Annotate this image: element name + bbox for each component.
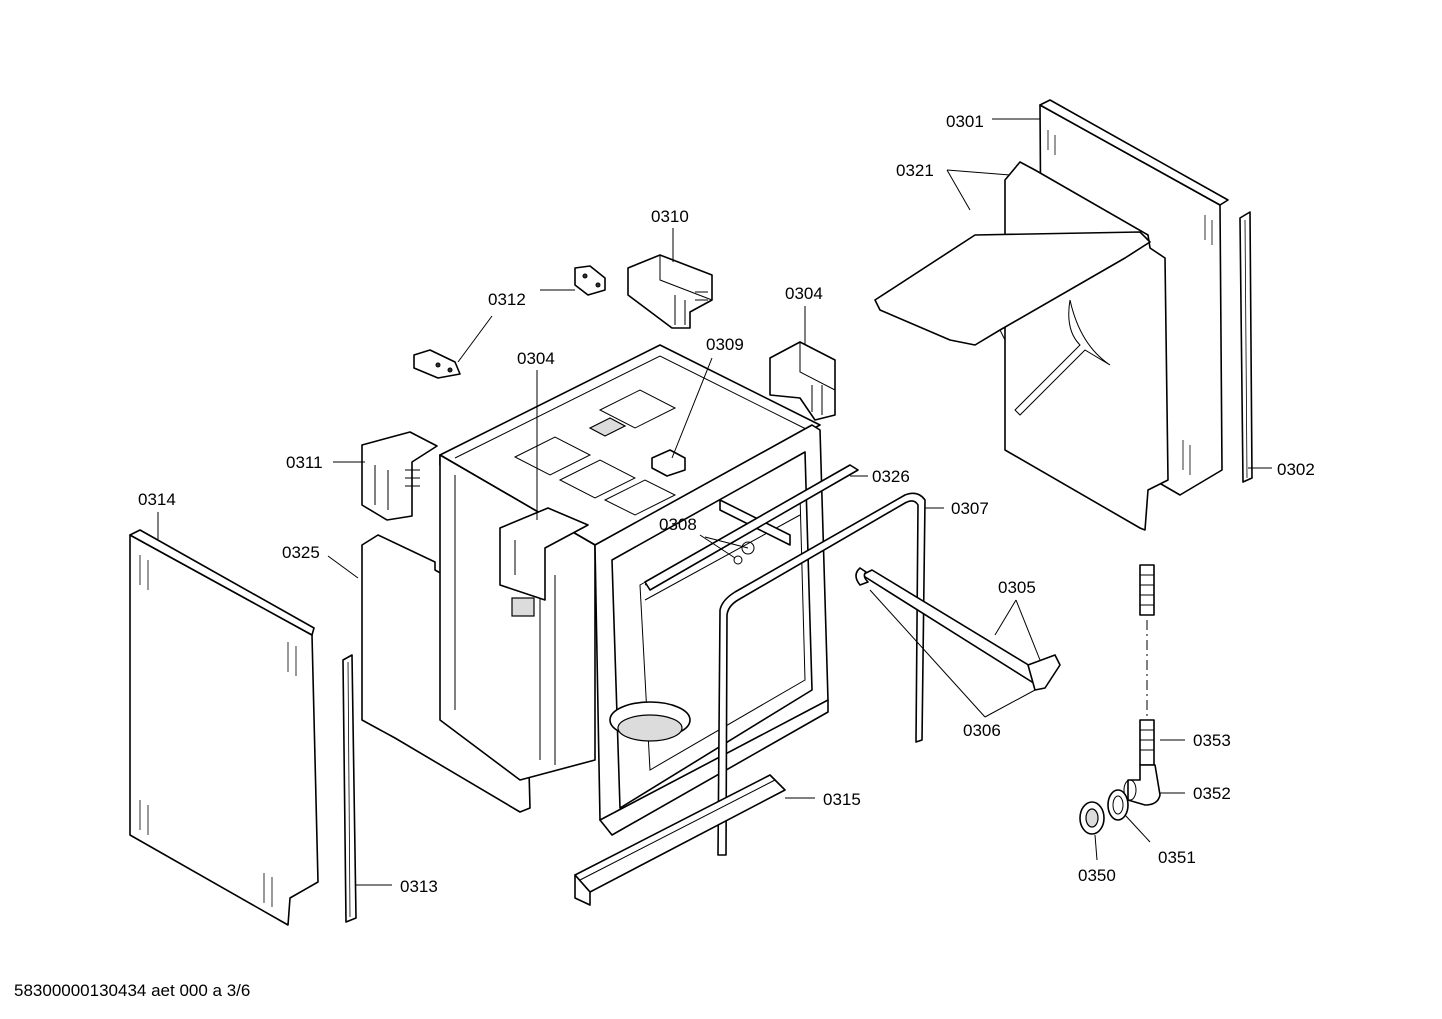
- trim-strip-0313: [342, 654, 357, 923]
- label-0308: 0308: [659, 515, 697, 534]
- label-0309: 0309: [706, 335, 744, 354]
- bracket-0311: [361, 431, 438, 521]
- label-0351: 0351: [1158, 848, 1196, 867]
- door-seal-0307: [717, 492, 926, 856]
- elbow-0352: [1123, 764, 1161, 806]
- side-panel-0314: [129, 529, 319, 926]
- label-0311: 0311: [286, 453, 323, 472]
- label-0304-right: 0304: [785, 284, 823, 303]
- clip-0312-lower: [413, 349, 461, 379]
- label-0313: 0313: [400, 877, 438, 896]
- label-0315: 0315: [823, 790, 861, 809]
- rail-0305: [855, 567, 1061, 691]
- label-0306: 0306: [963, 721, 1001, 740]
- label-0307: 0307: [951, 499, 989, 518]
- label-0310: 0310: [651, 207, 689, 226]
- clip-0309: [651, 449, 686, 477]
- drawing-reference: 58300000130434 aet 000 a 3/6: [14, 981, 251, 1000]
- insulation-0321: [874, 161, 1169, 531]
- label-0352: 0352: [1193, 784, 1231, 803]
- label-0353: 0353: [1193, 731, 1231, 750]
- rail-0326: [644, 464, 859, 591]
- ring-0351: [1107, 789, 1129, 821]
- hose-0353: [1139, 564, 1155, 766]
- bracket-0304-left: [499, 507, 589, 617]
- bracket-0304-right: [769, 341, 836, 421]
- kick-plate-0315: [574, 774, 786, 906]
- clip-0312-upper: [574, 265, 606, 296]
- label-0350: 0350: [1078, 866, 1116, 885]
- nut-0350: [1079, 801, 1105, 835]
- label-0305: 0305: [998, 578, 1036, 597]
- label-0326: 0326: [872, 467, 910, 486]
- callout-lines: [157, 118, 1272, 886]
- label-0304-left: 0304: [517, 349, 555, 368]
- label-0312: 0312: [488, 290, 526, 309]
- callout-labels: 0301 0321 0302 0310 0312 0304 0304 0309 …: [138, 112, 1315, 896]
- label-0302: 0302: [1277, 460, 1315, 479]
- label-0321: 0321: [896, 161, 934, 180]
- bracket-0310: [627, 254, 713, 329]
- label-0314: 0314: [138, 490, 176, 509]
- side-strip-0302: [1239, 211, 1253, 483]
- label-0325: 0325: [282, 543, 320, 562]
- tub-body: [439, 344, 829, 836]
- label-0301: 0301: [946, 112, 984, 131]
